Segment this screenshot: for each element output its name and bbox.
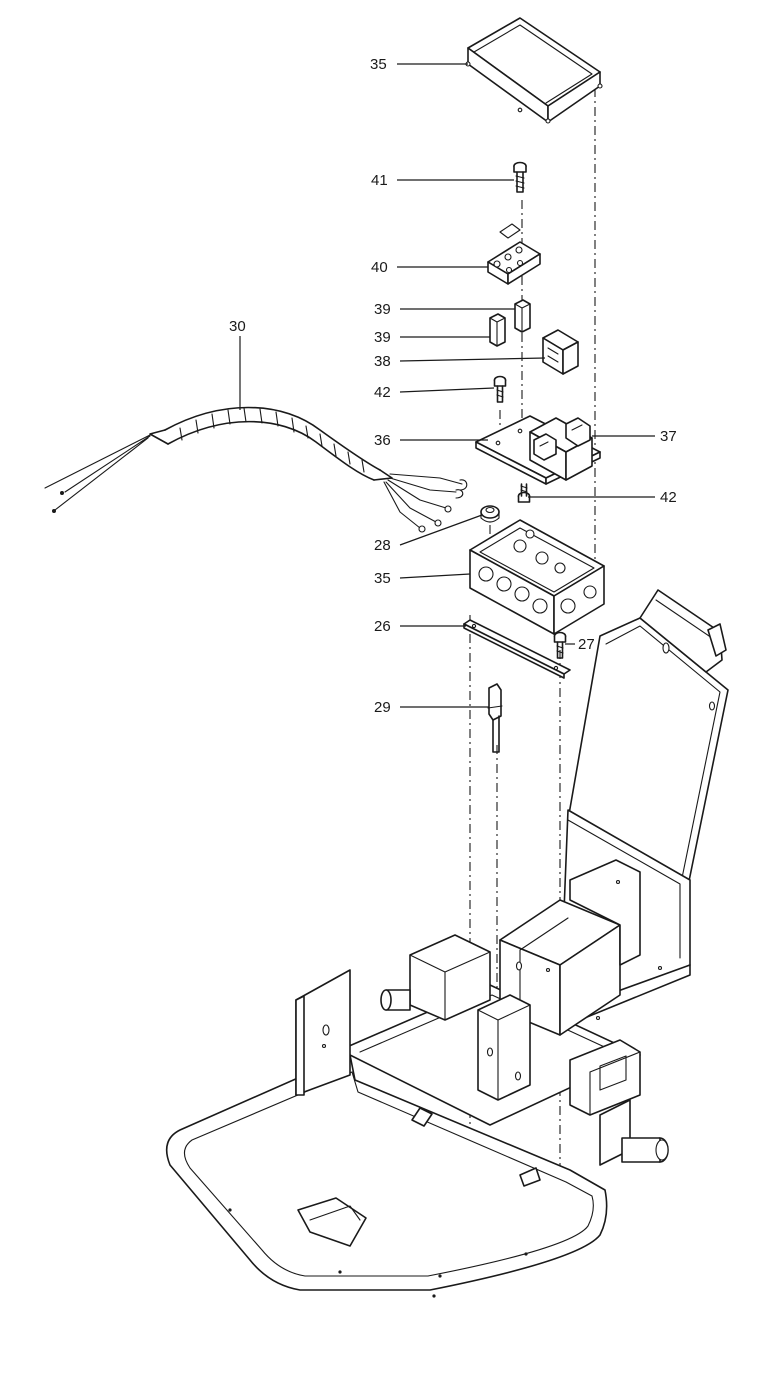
switch-38	[542, 329, 579, 375]
callout-35-box: 35	[374, 570, 391, 587]
callout-27: 27	[578, 636, 595, 653]
callout-28: 28	[374, 537, 391, 554]
ground-rod	[487, 683, 503, 753]
connector-upper	[514, 299, 531, 333]
callout-39-lower: 39	[374, 329, 391, 346]
grommet-28	[480, 505, 500, 523]
callout-29: 29	[374, 699, 391, 716]
callout-labels: 35 41 40 39 39 38 30 42 36 37 42 28 35 2…	[229, 56, 677, 716]
callout-30: 30	[229, 318, 246, 335]
callout-39-upper: 39	[374, 301, 391, 318]
power-cable	[44, 406, 468, 533]
mounting-bracket	[463, 619, 571, 679]
callout-36: 36	[374, 432, 391, 449]
callout-26: 26	[374, 618, 391, 635]
callout-38: 38	[374, 353, 391, 370]
hinged-panel	[567, 589, 729, 887]
terminal-block	[487, 223, 541, 285]
cover-plate	[465, 17, 603, 124]
base-frame	[165, 809, 691, 1298]
screw-42-upper	[493, 375, 507, 403]
connector-lower	[489, 313, 506, 347]
duplex-receptacle	[529, 417, 593, 481]
callout-42-lower: 42	[660, 489, 677, 506]
screw-27	[553, 631, 567, 659]
callout-35-top: 35	[370, 56, 387, 73]
callout-42-upper: 42	[374, 384, 391, 401]
callout-41: 41	[371, 172, 388, 189]
screw-42-lower	[517, 483, 531, 503]
electrical-box	[469, 519, 605, 635]
callout-40: 40	[371, 259, 388, 276]
callout-37: 37	[660, 428, 677, 445]
screw-41	[513, 161, 527, 193]
leader-lines	[239, 63, 655, 708]
